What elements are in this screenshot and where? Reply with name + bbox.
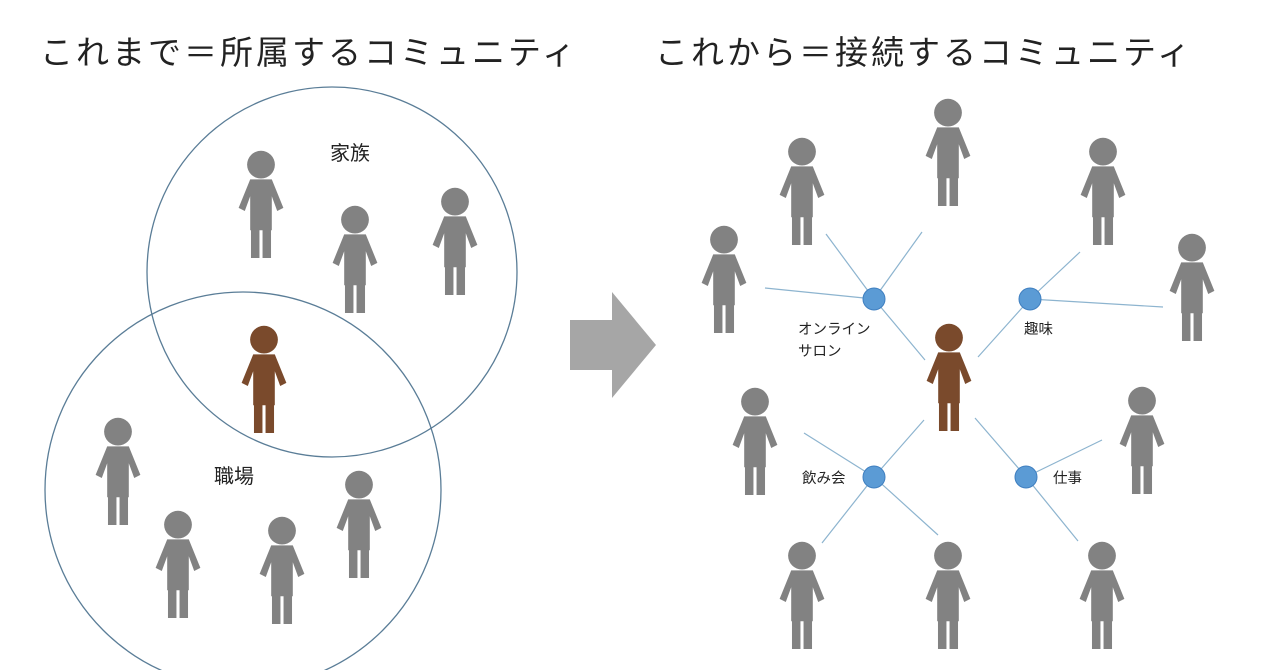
network-hubs (862, 287, 1042, 489)
person-icon (1080, 137, 1126, 245)
link-line (873, 298, 926, 361)
link-line (873, 231, 923, 300)
person-icon (1169, 233, 1215, 341)
person-icon (155, 510, 201, 618)
person-icon (332, 205, 378, 313)
hub-label-hobby: 趣味 (1024, 321, 1053, 338)
person-icon (95, 417, 141, 525)
left-diagram: 家族 職場 (44, 86, 518, 670)
person-icon (925, 541, 971, 649)
hub-label-online-salon-line2: サロン (798, 344, 842, 360)
person-icon (701, 225, 747, 333)
person-icon (732, 387, 778, 495)
link-line (803, 432, 875, 478)
link-line (1025, 439, 1103, 478)
hub-hobby (1018, 287, 1042, 311)
link-line (873, 476, 939, 536)
link-line (821, 476, 875, 544)
link-line (873, 419, 925, 478)
network-links (764, 231, 1164, 544)
link-line (1025, 476, 1079, 542)
person-icon (1119, 386, 1165, 494)
person-icon (432, 187, 478, 295)
person-icon (238, 150, 284, 258)
hub-label-online-salon-line1: オンライン (798, 322, 871, 338)
family-circle (146, 86, 518, 458)
hub-work (1014, 465, 1038, 489)
heading-before: これまで＝所属するコミュニティ (40, 33, 579, 72)
self-person-icon (926, 323, 972, 431)
hub-drinking-party (862, 465, 886, 489)
person-icon (1079, 541, 1125, 649)
family-label: 家族 (330, 141, 370, 165)
person-icon (779, 541, 825, 649)
person-icon (779, 137, 825, 245)
heading-after: これから＝接続するコミュニティ (655, 33, 1194, 72)
link-line (977, 298, 1031, 358)
person-icon (925, 98, 971, 206)
person-icon (259, 516, 305, 624)
hub-online-salon (862, 287, 886, 311)
right-diagram (701, 98, 1215, 649)
link-line (1029, 298, 1164, 308)
person-icon (336, 470, 382, 578)
workplace-label: 職場 (214, 464, 254, 488)
link-line (764, 287, 875, 300)
link-line (974, 417, 1027, 478)
link-line (825, 233, 875, 300)
workplace-circle (44, 291, 442, 670)
right-arrow-icon (570, 292, 656, 398)
hub-label-drinking-party: 飲み会 (802, 470, 846, 487)
hub-label-work: 仕事 (1053, 470, 1082, 487)
self-person-icon (241, 325, 287, 433)
